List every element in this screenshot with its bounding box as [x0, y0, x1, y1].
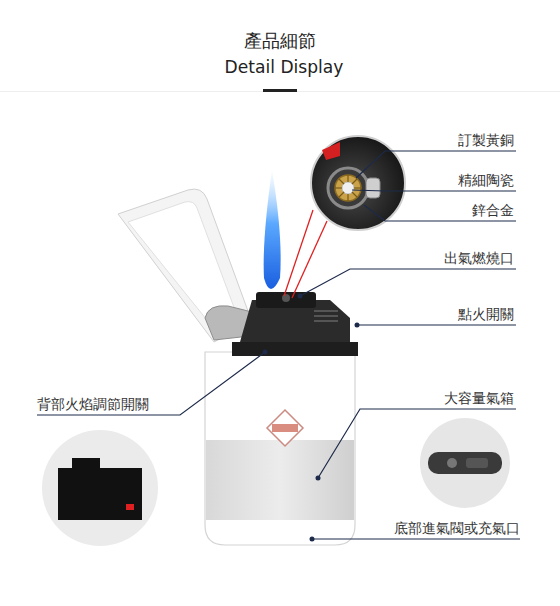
part-label: 出氣燃燒口 [444, 249, 514, 267]
detail-circle [42, 430, 158, 546]
cap-rim [232, 342, 358, 356]
vent [314, 310, 338, 312]
part-label: 底部進氣閥或充氣口 [394, 519, 520, 537]
detail-circle [420, 418, 510, 508]
valve-hole [447, 458, 457, 468]
part-label: 精細陶瓷 [458, 171, 514, 189]
adjust-mark [126, 504, 134, 510]
part-label: 背部火焰調節開關 [37, 395, 149, 413]
part-label: 大容量氣箱 [444, 389, 514, 407]
zoom-line [292, 221, 327, 298]
brass-ring [335, 175, 361, 201]
nozzle-hole [282, 294, 290, 302]
zinc-ring [328, 168, 368, 208]
zoom-red [322, 142, 340, 160]
part-label: 訂製黃銅 [458, 131, 514, 149]
tank-band [206, 440, 354, 520]
vent [314, 320, 338, 322]
part-label: 鋅合金 [472, 201, 514, 219]
subtitle: Detail Display [4, 58, 560, 76]
adjust-switch-body [58, 458, 142, 520]
gas-tank [205, 352, 355, 545]
part-label: 點火開關 [458, 305, 514, 323]
zoom-circle [311, 136, 405, 230]
valve [428, 452, 502, 474]
page-title: 產品細節 [0, 30, 560, 52]
leader-dots [263, 294, 360, 542]
electrode [366, 178, 380, 198]
flame [264, 170, 281, 289]
vent [314, 315, 338, 317]
logo [267, 410, 303, 446]
brass-spokes [335, 175, 361, 201]
leader-lines [37, 151, 520, 539]
valve-slot [466, 458, 488, 468]
lighter-lid [118, 189, 252, 342]
logo-bar [272, 424, 298, 432]
title-bar [263, 89, 297, 92]
nozzle [256, 292, 316, 308]
